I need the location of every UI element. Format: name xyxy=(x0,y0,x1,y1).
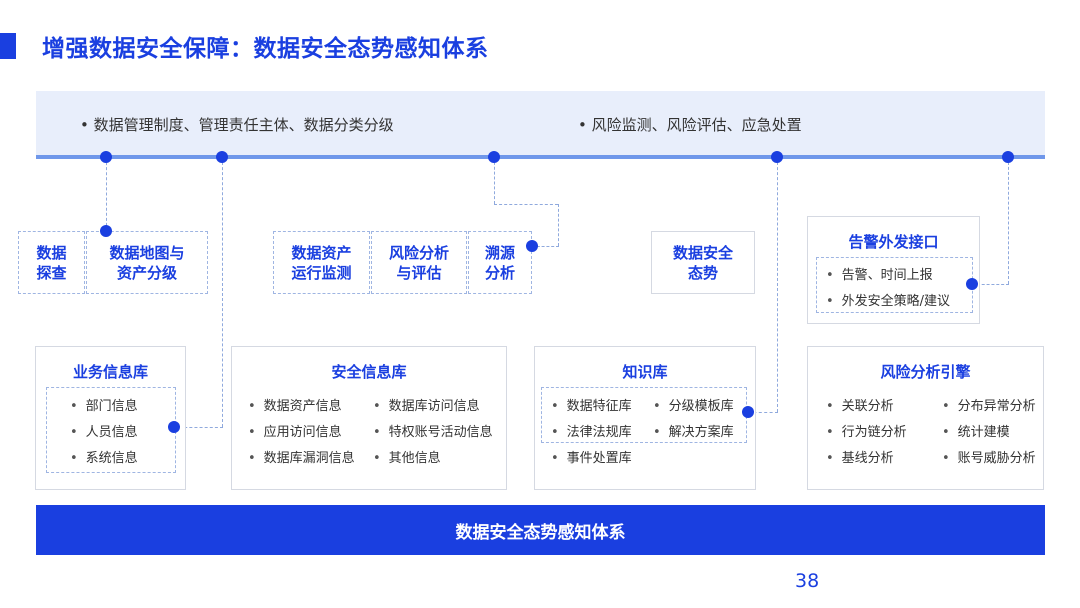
connector-line xyxy=(494,157,495,204)
connector-line xyxy=(558,204,559,246)
connector-dot xyxy=(966,278,978,290)
connector-dot xyxy=(100,225,112,237)
node-data-probe: 数据 探查 xyxy=(18,231,85,294)
timeline-line xyxy=(36,155,1045,159)
timeline-dot xyxy=(216,151,228,163)
list-item: 应用访问信息 xyxy=(248,421,342,440)
connector-line xyxy=(106,157,107,231)
node-data-map: 数据地图与 资产分级 xyxy=(86,231,208,294)
list-item: 告警、时间上报 xyxy=(826,264,933,283)
connector-line xyxy=(494,204,558,205)
list-item: 关联分析 xyxy=(826,395,894,414)
alert-interface-box: 告警外发接口 告警、时间上报 外发安全策略/建议 xyxy=(807,216,980,324)
top-band xyxy=(36,91,1045,157)
list-item: 人员信息 xyxy=(70,421,138,440)
connector-line xyxy=(174,427,223,428)
connector-line xyxy=(1008,157,1009,284)
list-item: 部门信息 xyxy=(70,395,138,414)
list-item: 数据库访问信息 xyxy=(373,395,480,414)
list-item: 其他信息 xyxy=(373,447,441,466)
list-item: 特权账号活动信息 xyxy=(373,421,493,440)
connector-line xyxy=(777,157,778,412)
node-risk-analysis: 风险分析 与评估 xyxy=(371,231,467,294)
system-banner: 数据安全态势感知体系 xyxy=(36,505,1045,555)
security-db-panel: 安全信息库 数据资产信息 数据库访问信息 应用访问信息 特权账号活动信息 数据库… xyxy=(231,346,507,490)
connector-line xyxy=(972,284,1009,285)
alert-title: 告警外发接口 xyxy=(848,233,939,251)
top-right-text: • 风险监测、风险评估、应急处置 xyxy=(578,116,802,134)
node-trace: 溯源 分析 xyxy=(468,231,532,294)
business-db-panel: 业务信息库 部门信息 人员信息 系统信息 xyxy=(35,346,186,490)
list-item: 分布异常分析 xyxy=(942,395,1036,414)
timeline-dot xyxy=(488,151,500,163)
timeline-dot xyxy=(1002,151,1014,163)
timeline-dot xyxy=(771,151,783,163)
list-item: 账号威胁分析 xyxy=(942,447,1036,466)
list-item: 分级模板库 xyxy=(653,395,734,414)
list-item: 事件处置库 xyxy=(551,447,632,466)
knowledge-db-panel: 知识库 数据特征库 分级模板库 法律法规库 解决方案库 事件处置库 xyxy=(534,346,756,490)
list-item: 数据库漏洞信息 xyxy=(248,447,355,466)
connector-line xyxy=(222,157,223,427)
connector-dot xyxy=(168,421,180,433)
connector-dot xyxy=(526,240,538,252)
list-item: 统计建模 xyxy=(942,421,1010,440)
risk-engine-panel: 风险分析引擎 关联分析 分布异常分析 行为链分析 统计建模 基线分析 账号威胁分… xyxy=(807,346,1044,490)
risk-engine-title: 风险分析引擎 xyxy=(880,363,971,381)
top-left-text: • 数据管理制度、管理责任主体、数据分类分级 xyxy=(80,116,394,134)
title-accent-bar xyxy=(0,33,16,59)
node-situation-box: 数据安全 态势 xyxy=(651,231,755,294)
list-item: 法律法规库 xyxy=(551,421,632,440)
list-item: 行为链分析 xyxy=(826,421,907,440)
list-item: 数据资产信息 xyxy=(248,395,342,414)
page-title: 增强数据安全保障：数据安全态势感知体系 xyxy=(42,36,489,62)
list-item: 基线分析 xyxy=(826,447,894,466)
timeline-dot xyxy=(100,151,112,163)
list-item: 外发安全策略/建议 xyxy=(826,290,950,309)
knowledge-db-title: 知识库 xyxy=(622,363,668,381)
connector-dot xyxy=(742,406,754,418)
business-db-title: 业务信息库 xyxy=(72,363,148,381)
node-asset-monitor: 数据资产 运行监测 xyxy=(273,231,370,294)
list-item: 数据特征库 xyxy=(551,395,632,414)
node-situation: 数据安全 态势 xyxy=(672,243,733,282)
list-item: 系统信息 xyxy=(70,447,138,466)
connector-line xyxy=(748,412,778,413)
connector-line xyxy=(532,246,559,247)
security-db-title: 安全信息库 xyxy=(331,363,407,381)
list-item: 解决方案库 xyxy=(653,421,734,440)
page-number: 38 xyxy=(795,570,820,592)
